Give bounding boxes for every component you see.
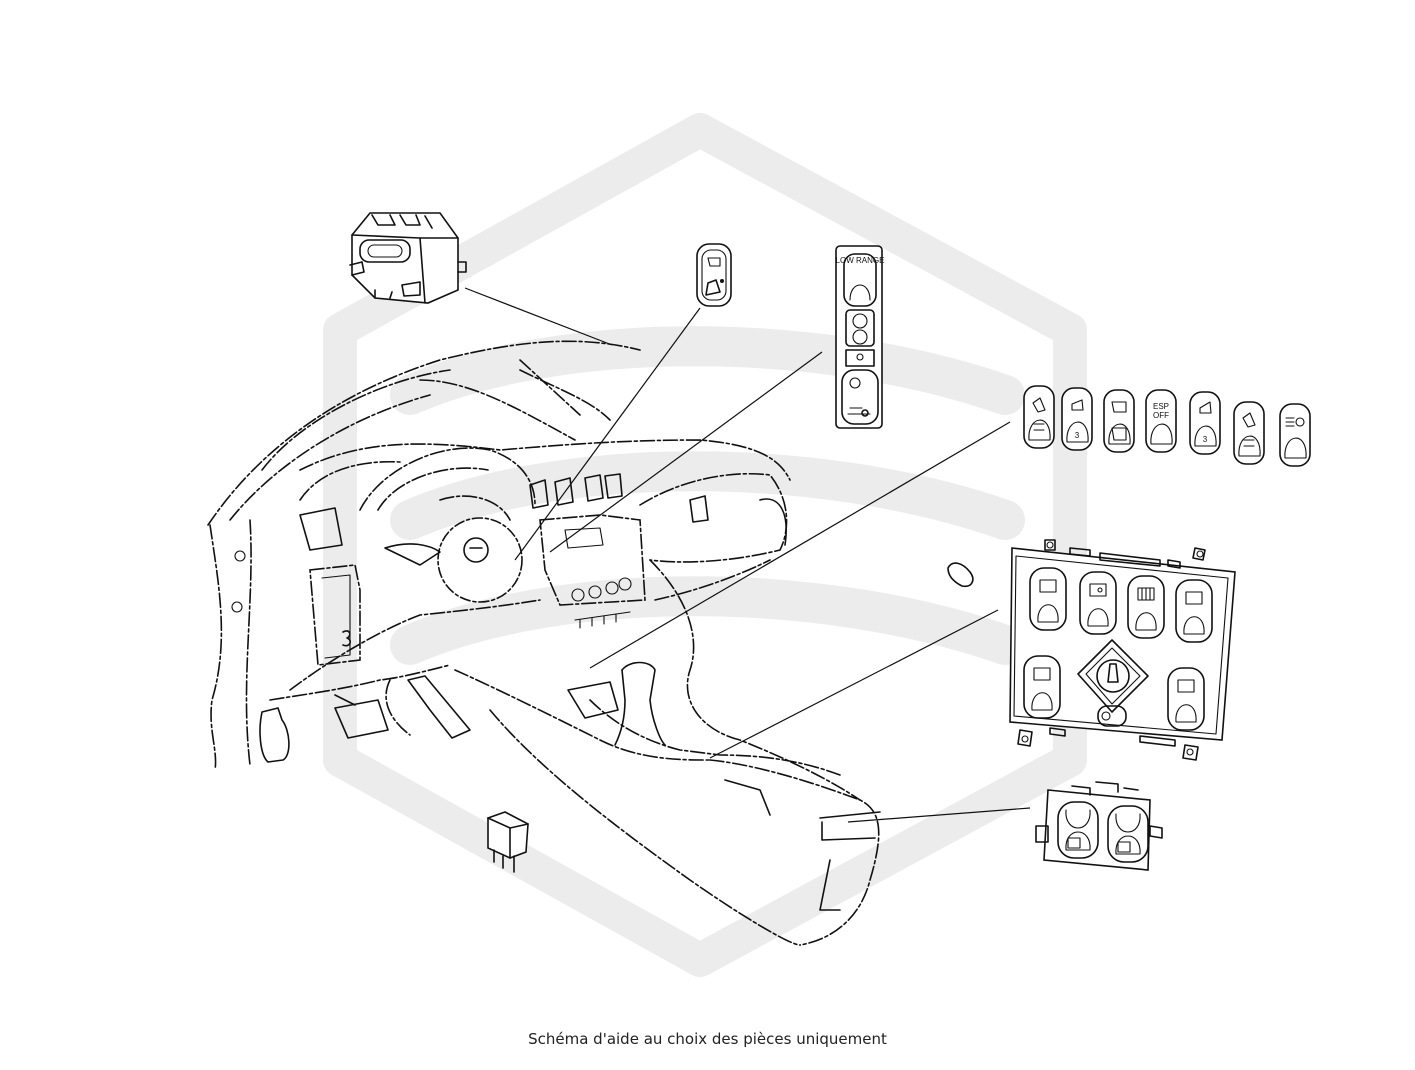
esp-off-button: ESP OFF xyxy=(1145,389,1177,453)
dual-window-switch-part xyxy=(1035,781,1163,871)
esp-label: ESP xyxy=(1153,402,1169,411)
seat-heat-button-1 xyxy=(1023,385,1055,449)
watermark-logo xyxy=(323,113,1087,977)
low-range-label: LOW RANGE xyxy=(836,256,885,265)
seat-3-button-2: 3 xyxy=(1189,391,1221,455)
number-3-label-2: 3 xyxy=(1203,435,1208,444)
switch-module-part xyxy=(349,212,467,304)
mirror-adjust-control xyxy=(1077,639,1149,713)
window-switch-panel-part xyxy=(1009,539,1236,761)
panel-button-2 xyxy=(1079,571,1117,635)
button-row-part: 3 ESP OFF 3 xyxy=(1023,385,1311,467)
headlamp-washer-button xyxy=(1279,403,1311,467)
number-3-label-1: 3 xyxy=(1075,431,1080,440)
panel-button-5 xyxy=(1023,655,1061,719)
seat-heat-button-2 xyxy=(1233,401,1265,465)
single-switch-part xyxy=(696,243,732,307)
seat-adjust-button xyxy=(1103,389,1135,453)
panel-button-4 xyxy=(1175,579,1213,643)
diagram-caption: Schéma d'aide au choix des pièces unique… xyxy=(528,1030,887,1048)
small-cap-part xyxy=(947,562,974,588)
relay-part xyxy=(487,811,529,873)
vertical-switch-strip-part: LOW RANGE xyxy=(835,245,885,429)
leader-lines xyxy=(464,287,1031,823)
esp-off-label: OFF xyxy=(1153,411,1169,420)
panel-button-6 xyxy=(1167,667,1205,731)
seat-3-button-1: 3 xyxy=(1061,387,1093,451)
car-interior-outline xyxy=(207,340,881,946)
panel-button-3 xyxy=(1127,575,1165,639)
panel-small-button xyxy=(1097,705,1127,727)
panel-button-1 xyxy=(1029,567,1067,631)
